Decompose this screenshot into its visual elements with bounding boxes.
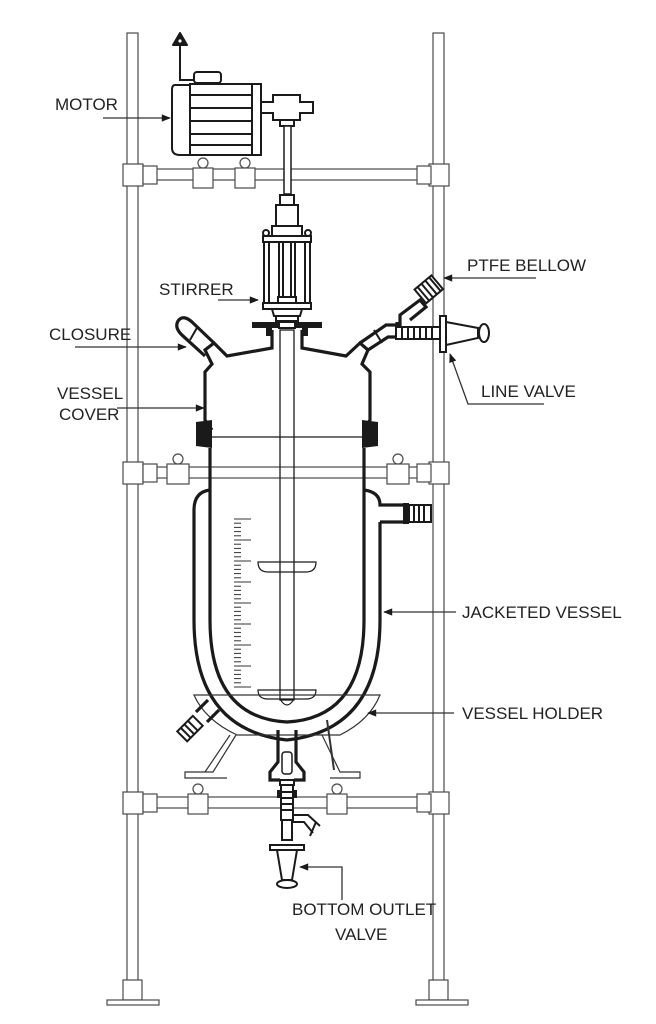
label-vessel-cover-1: VESSEL [57, 384, 123, 403]
label-ptfe-bellow: PTFE BELLOW [467, 256, 586, 275]
left-foot-block [122, 979, 143, 1001]
stirrer [252, 194, 322, 336]
label-motor: MOTOR [55, 95, 118, 114]
motor [171, 32, 314, 195]
power-plug-icon [172, 32, 188, 46]
cover-flange-right [362, 420, 378, 448]
label-closure: CLOSURE [49, 325, 131, 344]
label-vessel-holder: VESSEL HOLDER [462, 704, 603, 723]
line-valve-leader [449, 353, 544, 405]
label-bottom-outlet-1: BOTTOM OUTLET [292, 900, 436, 919]
bottom-outlet-valve-leader [299, 863, 343, 900]
label-line-valve: LINE VALVE [481, 382, 576, 401]
vessel-cover [175, 316, 402, 510]
ptfe-bellow [395, 273, 445, 340]
line-valve [439, 315, 490, 353]
vessel-holder [175, 694, 381, 779]
cover-flange-left [196, 420, 212, 448]
upper-impeller [257, 561, 317, 573]
bottom-outlet-valve [268, 730, 321, 889]
stirrer-shaft [279, 329, 295, 701]
jacket-inlet-coupling [403, 503, 432, 524]
label-vessel-cover-2: COVER [59, 405, 119, 424]
left-foot-plate [106, 999, 160, 1006]
right-foot-plate [415, 999, 469, 1006]
jacketed-vessel [192, 329, 432, 742]
leader-lines [75, 114, 544, 900]
label-bottom-outlet-2: VALVE [335, 925, 387, 944]
right-foot-block [428, 979, 449, 1001]
labels: MOTOR STIRRER CLOSURE VESSEL COVER PTFE … [49, 95, 622, 944]
graduation-scale [234, 518, 251, 688]
label-jacketed-vessel: JACKETED VESSEL [462, 603, 622, 622]
middle-crossbar [122, 453, 450, 485]
closure [175, 316, 216, 358]
label-stirrer: STIRRER [159, 280, 234, 299]
